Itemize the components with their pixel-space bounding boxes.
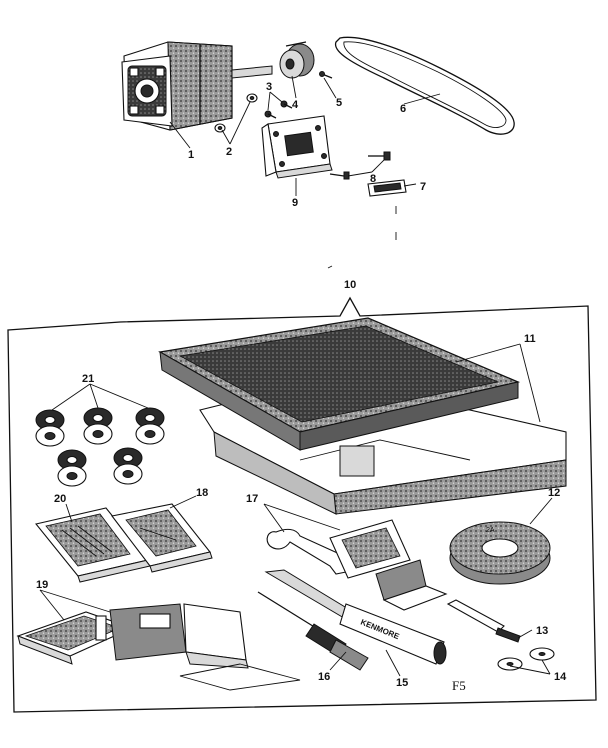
- callout-21: 21: [82, 373, 94, 385]
- callout-20: 20: [54, 493, 66, 505]
- needle-packet-2: [111, 503, 213, 573]
- figure-code: F5: [452, 678, 466, 693]
- needle-packet: [35, 507, 151, 583]
- kenmore-screwdriver: KENMORE: [264, 569, 447, 665]
- callout-17: 17: [246, 493, 258, 505]
- pulley: [279, 41, 315, 79]
- callout-18: 18: [196, 487, 208, 499]
- callout-2: 2: [226, 146, 232, 158]
- bobbins: [35, 407, 165, 487]
- callout-1: 1: [188, 149, 194, 161]
- accessory-frame: [7, 296, 597, 713]
- seam-gauge: 2A: [449, 521, 551, 585]
- lint-brush: [446, 599, 521, 643]
- callout-8: 8: [370, 173, 376, 185]
- callout-13: 13: [536, 625, 548, 637]
- callout-labels: 1 2 3 4 5 6 7 8 9 10 11 12 13 14 15 16 1…: [36, 81, 567, 693]
- accessory-case: [158, 317, 567, 515]
- callout-3: 3: [266, 81, 272, 93]
- callout-19: 19: [36, 579, 48, 591]
- callout-16: 16: [318, 671, 330, 683]
- callout-14: 14: [554, 671, 567, 683]
- callout-9: 9: [292, 197, 298, 209]
- callout-7: 7: [420, 181, 426, 193]
- motor-bracket: [261, 115, 333, 179]
- callout-15: 15: [396, 677, 408, 689]
- callout-10: 10: [344, 279, 356, 291]
- buttonhole-attachment: [16, 603, 301, 691]
- set-screw: [319, 71, 333, 79]
- callout-12: 12: [548, 487, 560, 499]
- drive-belt: [334, 36, 515, 135]
- gauge-mark: 2A: [486, 527, 495, 534]
- callout-4: 4: [292, 99, 299, 111]
- callout-11: 11: [524, 333, 536, 345]
- bracket-screws: [329, 151, 391, 180]
- oil-tube-box: [329, 519, 448, 611]
- motor: [121, 41, 273, 131]
- callout-6: 6: [400, 103, 406, 115]
- callout-5: 5: [336, 97, 342, 109]
- belt-clip: [367, 179, 407, 197]
- top-leader-lines: [169, 75, 441, 196]
- motor-assembly: [121, 36, 515, 269]
- small-screwdriver: [257, 591, 369, 671]
- wrench: [266, 528, 352, 575]
- box-leader-lines: [39, 343, 553, 677]
